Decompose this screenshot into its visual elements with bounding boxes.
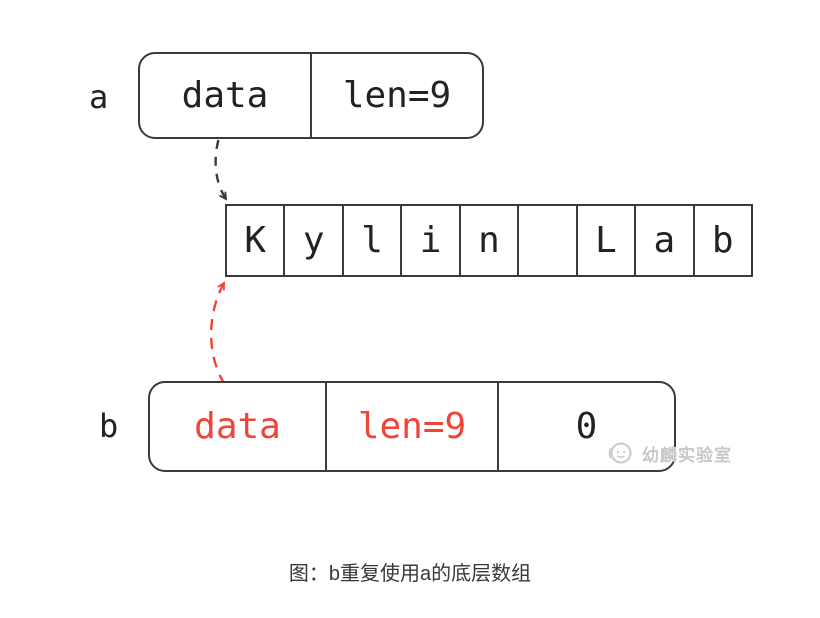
array-cell-5 <box>517 206 575 275</box>
slice-b-box: data len=9 0 <box>148 381 676 472</box>
slice-b-data-field: data <box>194 406 281 447</box>
slice-a-box: data len=9 <box>138 52 484 139</box>
array-cell-3: i <box>400 206 458 275</box>
watermark: 幼麟实验室 <box>607 440 732 466</box>
slice-a-len-field: len=9 <box>310 54 482 137</box>
array-cell-2: l <box>341 206 400 275</box>
array-cell-7: a <box>634 206 692 275</box>
slice-b-len-field: len=9 <box>325 383 497 470</box>
watermark-text: 幼麟实验室 <box>642 445 732 465</box>
array-cell-0: K <box>244 220 267 261</box>
watermark-logo-icon <box>608 442 632 464</box>
slice-a-data-field: data <box>181 75 269 116</box>
slice-b-extra-field: 0 <box>497 383 674 470</box>
array-cell-1: y <box>283 206 341 275</box>
slice-a-label: a <box>89 78 109 116</box>
figure-caption: 图：b重复使用a的底层数组 <box>288 563 532 585</box>
array-cell-8: b <box>692 206 751 275</box>
underlying-array: K y l i n L a b <box>225 204 753 277</box>
array-cell-4: n <box>458 206 517 275</box>
array-cell-6: L <box>575 206 634 275</box>
slice-b-label: b <box>99 407 119 445</box>
